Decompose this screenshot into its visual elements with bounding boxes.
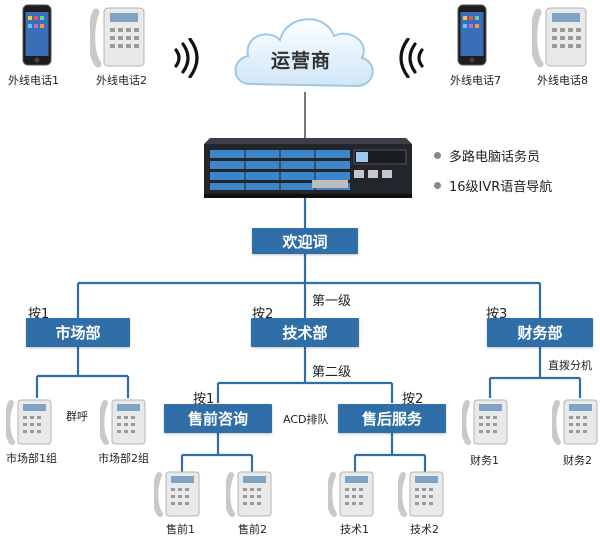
wireless-signal-icon xyxy=(399,38,424,78)
annotation-direct-ext: 直拨分机 xyxy=(548,359,592,372)
department-box-finance: 财务部 xyxy=(487,318,593,347)
mobile-phone-icon xyxy=(457,4,487,66)
desk-phone-icon xyxy=(462,399,508,445)
extension-label: 财务2 xyxy=(563,454,592,467)
annotation-group-call: 群呼 xyxy=(66,410,88,423)
pbx-device-icon xyxy=(204,138,412,198)
department-box-tech: 技术部 xyxy=(251,318,359,347)
annotation-acd: ACD排队 xyxy=(283,413,329,426)
outside-phone-label: 外线电话1 xyxy=(8,74,59,87)
cloud-label: 运营商 xyxy=(271,50,332,72)
bullet-icon xyxy=(434,182,441,189)
mobile-phone-icon xyxy=(22,4,52,66)
desk-phone-icon xyxy=(6,399,52,445)
sub-department-box-presale: 售前咨询 xyxy=(164,404,272,433)
cloud-icon xyxy=(234,18,374,88)
feature-item: 16级IVR语音导航 xyxy=(434,176,552,195)
key-label: 按1 xyxy=(193,392,215,407)
desk-phone-icon xyxy=(328,471,374,517)
extension-label: 财务1 xyxy=(470,454,499,467)
extension-label: 市场部2组 xyxy=(98,452,149,465)
outside-phone-label: 外线电话7 xyxy=(450,74,501,87)
wireless-signal-icon xyxy=(174,38,199,78)
desk-phone-icon xyxy=(154,471,200,517)
department-box-market: 市场部 xyxy=(26,318,130,347)
desk-phone-icon xyxy=(552,399,598,445)
level-label: 第一级 xyxy=(312,294,352,309)
desk-phone-icon xyxy=(100,399,146,445)
desk-phone-icon xyxy=(226,471,272,517)
desk-phone-icon xyxy=(532,7,587,68)
extension-label: 售前2 xyxy=(238,523,267,536)
extension-label: 市场部1组 xyxy=(6,452,57,465)
level-label: 第二级 xyxy=(312,365,352,380)
extension-label: 售前1 xyxy=(166,523,195,536)
bullet-icon xyxy=(434,152,441,159)
outside-phone-label: 外线电话8 xyxy=(537,74,588,87)
desk-phone-icon xyxy=(90,7,145,68)
sub-department-box-aftersale: 售后服务 xyxy=(338,404,446,433)
welcome-box: 欢迎词 xyxy=(252,228,358,254)
desk-phone-icon xyxy=(398,471,444,517)
extension-label: 技术1 xyxy=(340,523,369,536)
feature-item: 多路电脑话务员 xyxy=(434,146,540,165)
key-label: 按2 xyxy=(402,392,424,407)
outside-phone-label: 外线电话2 xyxy=(96,74,147,87)
extension-label: 技术2 xyxy=(410,523,439,536)
